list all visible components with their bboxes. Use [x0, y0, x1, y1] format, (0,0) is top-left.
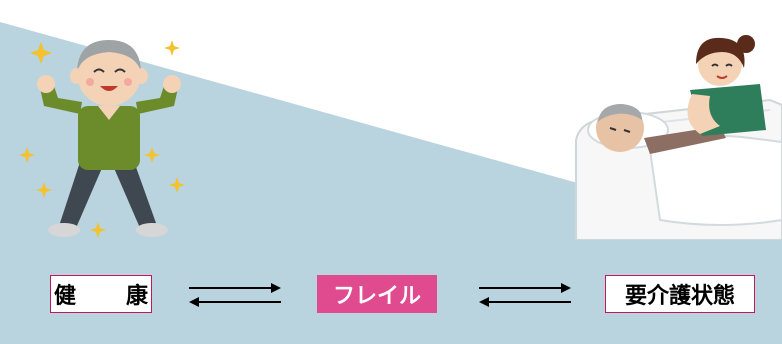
bidirectional-arrow-icon	[479, 283, 571, 307]
energetic-elderly-man-icon	[20, 40, 185, 238]
stage-label-care-needed: 要介護状態	[605, 275, 755, 313]
caregiver-with-bedridden-elder-icon	[575, 35, 782, 240]
bidirectional-arrow-icon	[189, 283, 281, 307]
stage-label-healthy: 健 康	[50, 275, 152, 313]
stage-label-frailty: フレイル	[317, 275, 437, 313]
